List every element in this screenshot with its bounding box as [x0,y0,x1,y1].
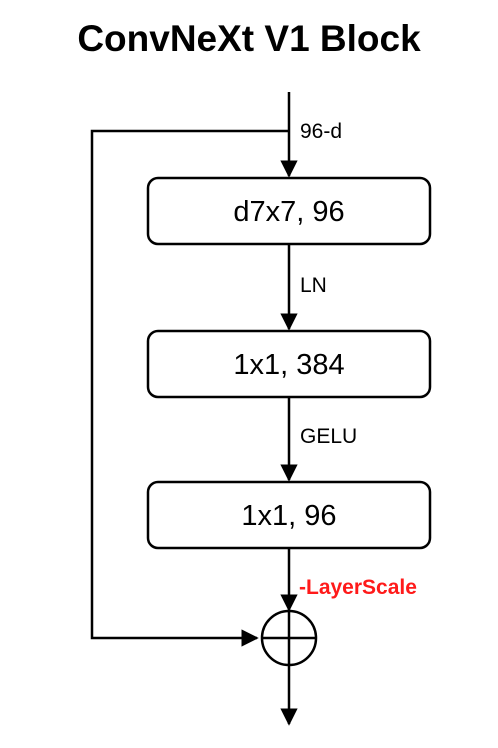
ln-label: LN [300,274,327,297]
input-dimension-label: 96-d [300,120,342,143]
circled-plus-icon [260,609,318,667]
gelu-label: GELU [300,425,357,448]
residual-connection [90,129,289,647]
pointwise-expand-label: 1x1, 384 [233,349,344,381]
pointwise-project-label: 1x1, 96 [241,500,336,532]
diagram-title: ConvNeXt V1 Block [77,18,421,59]
depthwise-conv-label: d7x7, 96 [233,196,344,228]
layerscale-label: -LayerScale [299,576,417,599]
